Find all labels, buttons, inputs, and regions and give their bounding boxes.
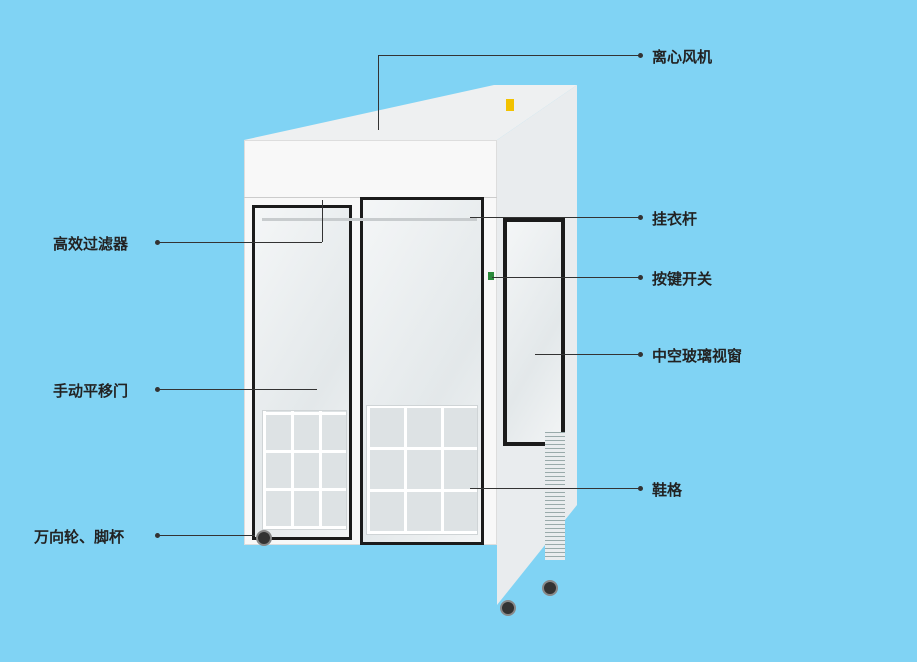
callout-dot [638,486,643,491]
callout-line [157,535,255,536]
label-shoe-rack: 鞋格 [652,481,683,499]
caster-icon [256,530,272,546]
callout-dot [638,275,643,280]
caster-icon [500,600,516,616]
label-casters: 万向轮、脚杯 [34,528,125,546]
callout-line [157,242,322,243]
label-glass-window: 中空玻璃视窗 [652,347,743,365]
button-switch[interactable] [488,272,494,280]
callout-line [470,488,640,489]
callout-dot [638,215,643,220]
warning-sticker [506,99,514,111]
label-hepa-filter: 高效过滤器 [53,235,129,253]
callout-line [492,277,640,278]
label-fan: 离心风机 [652,48,713,66]
callout-dot [638,352,643,357]
callout-line [378,55,379,130]
callout-line [470,217,640,218]
callout-line [535,354,640,355]
label-sliding-door: 手动平移门 [53,382,129,400]
label-button-switch: 按键开关 [652,270,713,288]
hanger-rod [262,218,477,221]
label-hanger-rod: 挂衣杆 [652,210,698,228]
shoe-shelf-right [366,405,478,535]
callout-line [157,389,317,390]
callout-line [378,55,640,56]
side-vent [545,432,565,560]
caster-icon [542,580,558,596]
shoe-shelf-left [262,410,347,530]
callout-dot [638,53,643,58]
callout-line [322,200,323,242]
side-glass-window [503,218,565,446]
